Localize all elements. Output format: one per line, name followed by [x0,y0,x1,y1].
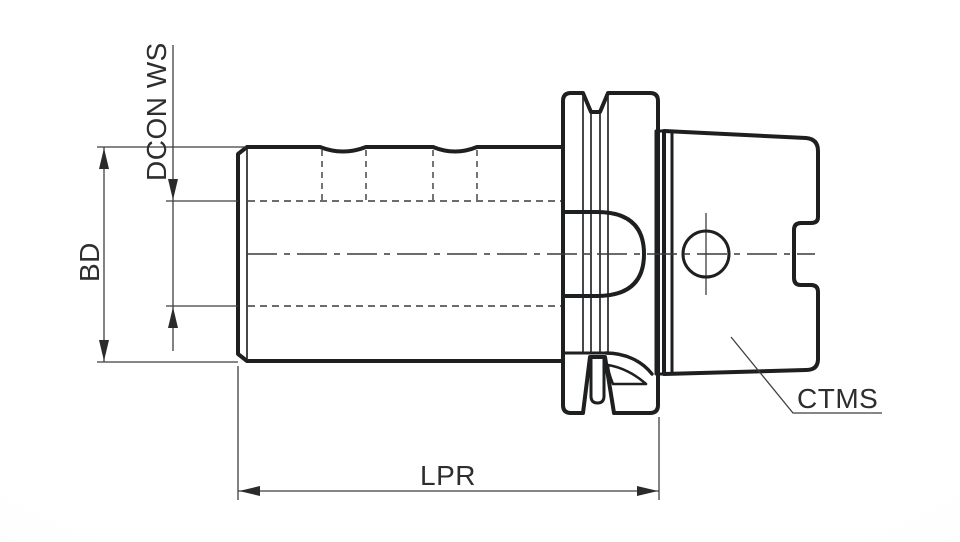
drive-hole [681,229,731,279]
dimension-lpr: LPR [237,366,660,500]
bd-arrow-up-icon [99,148,109,169]
dimension-bd: BD [74,146,246,363]
drive-slot-curve [604,351,654,376]
dcon-arrow-down-icon [168,179,178,200]
dimension-dcon-ws: DCON WS [141,42,238,351]
lpr-arrow-left-icon [239,486,260,496]
drive-slot-cut [606,363,648,386]
ctms-leader-line [730,336,882,414]
bd-label: BD [74,242,105,282]
flange [561,91,660,415]
lpr-label: LPR [420,460,476,491]
lpr-arrow-right-icon [637,486,658,496]
taper-shank [654,129,820,376]
bd-arrow-down-icon [99,340,109,361]
ctms-label: CTMS [797,383,878,414]
clamp-ball [561,210,646,298]
flange-bottom-tongue [589,355,606,405]
dcon-arrow-up-icon [168,307,178,328]
flange-outline [561,91,660,415]
dcon-ws-label: DCON WS [141,42,172,181]
leader-ctms: CTMS [730,336,882,414]
taper-body [662,129,820,376]
